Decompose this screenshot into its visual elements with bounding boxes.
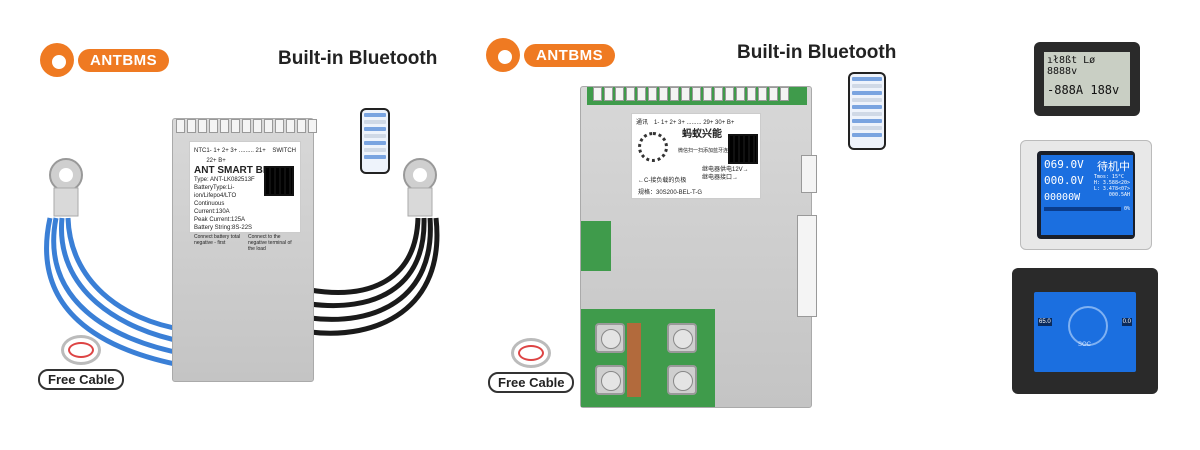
lcd-display-blue: 069.0V 待机中 000.0V Tmos: 15°C H: 3.588<20…: [1020, 140, 1152, 250]
free-cable-label: Free Cable: [38, 369, 125, 390]
brand-cn-title: 蚂蚁兴能: [682, 129, 722, 140]
lcd-bottom-line: -888A 188v: [1047, 83, 1120, 97]
soc-percent: 0%: [1123, 206, 1130, 212]
antbms-logo: ANTBMS: [40, 43, 170, 77]
relay-port: 继电器接口→: [702, 175, 739, 181]
lcd-top-line: ıł8ßt Lø 8888v: [1047, 55, 1096, 77]
terminal-bolt-icon: [595, 365, 625, 395]
terminal-bolt-icon: [667, 323, 697, 353]
dial-icon: [638, 132, 668, 162]
product-panel-30s-bms: ANTBMS Built-in Bluetooth 通讯 1- 1+ 2+ 3+…: [470, 0, 990, 450]
cable-coil-icon: [61, 335, 102, 365]
pin-legend: 1- 1+ 2+ 3+ ......... 21+ 22+ B+: [206, 148, 266, 164]
note-negative-first: Connect battery total negative - first: [194, 234, 241, 246]
terminal-bolt-icon: [667, 365, 697, 395]
side-connector: [797, 215, 817, 317]
free-cable-badge: Free Cable: [38, 335, 125, 390]
spec-battery-type: BatteryType:Li-ion/Lifepo4/LTO: [194, 185, 237, 199]
switch-label: SWITCH: [272, 148, 296, 154]
right-value: 0.0: [1121, 318, 1132, 326]
antbms-logo: ANTBMS: [486, 38, 616, 72]
comm-label: 通讯: [636, 120, 649, 126]
spec-continuous-current: Continuous Current:130A: [194, 201, 230, 215]
note-load-negative: Connect to the negative terminal of the …: [248, 234, 292, 252]
spec-battery-string: Battery String:8S-22S: [194, 225, 253, 231]
bluetooth-heading: Built-in Bluetooth: [278, 48, 438, 69]
soc-gauge-icon: [1068, 306, 1108, 346]
cable-coil-icon: [511, 338, 552, 368]
balance-connectors: [593, 87, 789, 101]
qr-code-icon: [264, 166, 294, 196]
balance-connectors: [176, 119, 317, 133]
ntc-label: NTC: [194, 148, 207, 154]
bms-spec-label: 通讯 1- 1+ 2+ 3+ ......... 29+ 30+ B+ 蚂蚁兴能…: [631, 113, 761, 199]
voltage-diff: 000.0V: [1044, 174, 1084, 187]
status-text: 待机中: [1097, 160, 1130, 173]
bms-spec-label: NTC 1- 1+ 2+ 3+ ......... 21+ 22+ B+ SWI…: [189, 141, 301, 252]
product-panel-ant-smart-bms: ANTBMS Built-in Bluetooth NTC 1- 1+ 2+ 3…: [0, 0, 460, 450]
left-value: 65.0: [1038, 318, 1052, 326]
qr-code-icon: [728, 134, 758, 164]
voltage-total: 069.0V: [1044, 158, 1084, 171]
free-cable-label: Free Cable: [488, 372, 575, 393]
tmos-readout: Tmos: 15°C: [1093, 174, 1124, 180]
bms-board: NTC 1- 1+ 2+ 3+ ......... 21+ 22+ B+ SWI…: [172, 118, 317, 382]
smartphone-app-icon: [848, 72, 886, 150]
bms-model-title: ANT SMART BMS: [194, 165, 278, 176]
lcd-display-small: ıł8ßt Lø 8888v -888A 188v: [1034, 42, 1140, 116]
ah-readout: 000.5AH: [1108, 192, 1130, 198]
snail-logo-icon: [40, 43, 74, 77]
soc-text: SOC: [1078, 342, 1092, 348]
smartphone-app-icon: [360, 108, 390, 174]
free-cable-badge: Free Cable: [488, 338, 575, 393]
scan-hint: 微信扫一扫添加蓝牙连接: [678, 148, 734, 154]
terminal-bolt-icon: [595, 323, 625, 353]
bms-board: 通讯 1- 1+ 2+ 3+ ......... 29+ 30+ B+ 蚂蚁兴能…: [580, 86, 817, 408]
low-cell: L: 3.478<07>: [1093, 186, 1130, 192]
brand-name: ANTBMS: [524, 43, 616, 67]
side-connector: [801, 155, 817, 193]
spec-type: Type: ANT-LK082513F: [194, 177, 255, 183]
bms-wires: [44, 158, 440, 369]
pcb-side: [581, 221, 611, 271]
high-cell: H: 3.588<20>: [1093, 180, 1130, 186]
brand-name: ANTBMS: [78, 48, 170, 72]
spec-peak-current: Peak Current:125A: [194, 217, 246, 223]
bluetooth-heading: Built-in Bluetooth: [737, 42, 897, 63]
snail-logo-icon: [486, 38, 520, 72]
touch-display: 65.0 0.0 SOC: [1012, 268, 1158, 394]
display-accessories: ıł8ßt Lø 8888v -888A 188v 069.0V 待机中 000…: [990, 0, 1200, 450]
pin-legend: 1- 1+ 2+ 3+ ......... 29+ 30+ B+: [654, 120, 735, 126]
relay-power: 继电器供电12V→: [702, 167, 749, 173]
power-readout: 00000W: [1044, 192, 1081, 203]
soc-bar: [1044, 207, 1121, 211]
copper-busbar: [627, 323, 641, 397]
load-note: ←C-接负载的负极: [638, 178, 687, 184]
spec-code: 规格：30S200-BEL-T-G: [638, 190, 703, 196]
